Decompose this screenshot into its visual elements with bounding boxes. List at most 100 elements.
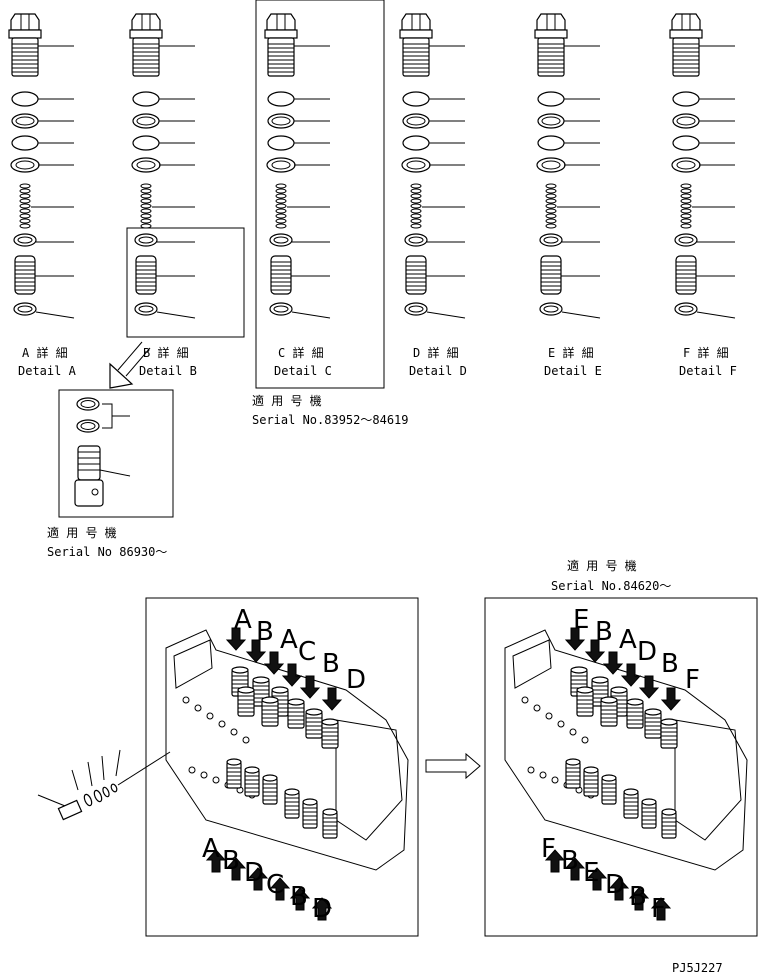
arrow-top-1 — [564, 627, 586, 651]
valve-plug-bottom-2 — [583, 766, 599, 797]
valve-plug-top-1 — [231, 666, 249, 697]
detail-label-jp-c: C 詳 細 — [278, 345, 324, 360]
detail-label-en-b: Detail B — [139, 364, 197, 378]
detail-label-en-c: Detail C — [274, 364, 332, 378]
letter-top-1: A — [234, 605, 252, 635]
detail-label-jp-e: E 詳 細 — [548, 345, 594, 360]
serial-b-alt-jp: 適 用 号 機 — [47, 525, 117, 540]
arrow-bottom-2 — [225, 857, 247, 881]
valve-plug-bottom-1 — [226, 758, 242, 789]
exploded-part-columns — [8, 13, 736, 319]
valve-plug-bottom-3 — [262, 774, 278, 805]
detail-label-jp-b: B 詳 細 — [143, 345, 189, 360]
serial-b-alt-en: Serial No 86930～ — [47, 545, 167, 559]
arrow-bottom-6 — [311, 897, 333, 921]
valve-plug-top-8 — [600, 696, 618, 727]
valve-plug-top-8 — [261, 696, 279, 727]
transition-arrow — [425, 752, 481, 780]
detail-label-jp-a: A 詳 細 — [22, 345, 68, 360]
letter-top-3: A — [619, 625, 637, 655]
arrow-bottom-1 — [544, 849, 566, 873]
serial-right-en: Serial No.84620～ — [551, 579, 671, 593]
arrow-top-3 — [263, 651, 285, 675]
valve-plug-top-4 — [287, 698, 305, 729]
part-column-c — [264, 13, 331, 319]
arrow-bottom-6 — [650, 897, 672, 921]
valve-plug-top-7 — [237, 686, 255, 717]
letter-top-2: B — [595, 617, 613, 647]
arrow-top-4 — [620, 663, 642, 687]
serial-c-en: Serial No.83952～84619 — [252, 413, 409, 427]
letter-bottom-3: E — [583, 858, 599, 888]
detail-label-en-f: Detail F — [679, 364, 737, 378]
exploded-plug-parts — [37, 749, 171, 821]
part-column-b — [129, 13, 196, 319]
letter-top-2: B — [256, 617, 274, 647]
valve-plug-top-5 — [305, 708, 323, 739]
detail-b-alternate — [58, 389, 174, 518]
part-column-f — [669, 13, 736, 319]
letter-bottom-5: B — [629, 882, 647, 912]
arrow-top-5 — [638, 675, 660, 699]
arrow-top-6 — [660, 687, 682, 711]
valve-plug-bottom-6 — [322, 808, 338, 839]
part-column-a — [8, 13, 75, 319]
letter-bottom-1: A — [202, 834, 220, 864]
valve-plug-bottom-3 — [601, 774, 617, 805]
serial-c-jp: 適 用 号 機 — [252, 393, 322, 408]
valve-plug-bottom-4 — [284, 788, 300, 819]
letter-bottom-6: F — [651, 894, 666, 924]
detail-b-highlight-box — [126, 227, 245, 338]
valve-plug-bottom-1 — [565, 758, 581, 789]
letter-top-6: F — [685, 665, 700, 695]
arrow-top-4 — [281, 663, 303, 687]
detail-c-highlight-box — [255, 0, 385, 389]
arrow-top-5 — [299, 675, 321, 699]
part-column-d — [399, 13, 466, 319]
letter-bottom-4: C — [266, 870, 284, 900]
letter-bottom-2: B — [222, 846, 240, 876]
letter-top-5: B — [322, 649, 340, 679]
letter-bottom-6: D — [312, 894, 332, 924]
arrow-top-6 — [321, 687, 343, 711]
valve-plug-top-5 — [644, 708, 662, 739]
letter-top-3: A — [280, 625, 298, 655]
part-column-e — [534, 13, 601, 319]
valve-plug-top-6 — [321, 718, 339, 749]
arrow-top-2 — [584, 639, 606, 663]
letter-bottom-1: F — [541, 834, 556, 864]
letter-bottom-2: B — [561, 846, 579, 876]
arrow-bottom-4 — [269, 877, 291, 901]
arrow-bottom-2 — [564, 857, 586, 881]
arrow-bottom-4 — [608, 877, 630, 901]
detail-label-en-e: Detail E — [544, 364, 602, 378]
letter-top-5: B — [661, 649, 679, 679]
arrow-bottom-3 — [247, 867, 269, 891]
valve-plug-top-4 — [626, 698, 644, 729]
arrow-bottom-1 — [205, 849, 227, 873]
letter-bottom-4: D — [605, 870, 625, 900]
letter-top-4: D — [637, 637, 657, 667]
arrow-top-3 — [602, 651, 624, 675]
arrow-bottom-5 — [289, 887, 311, 911]
arrow-bottom-5 — [628, 887, 650, 911]
valve-plug-top-6 — [660, 718, 678, 749]
valve-plug-bottom-2 — [244, 766, 260, 797]
valve-plug-bottom-4 — [623, 788, 639, 819]
detail-label-jp-d: D 詳 細 — [413, 345, 459, 360]
letter-bottom-3: D — [244, 858, 264, 888]
detail-label-en-a: Detail A — [18, 364, 77, 378]
letter-top-6: D — [346, 665, 366, 695]
valve-plug-bottom-6 — [661, 808, 677, 839]
detail-label-jp-f: F 詳 細 — [683, 345, 729, 360]
valve-plug-bottom-5 — [302, 798, 318, 829]
detail-labels: A 詳 細 Detail A B 詳 細 Detail B C 詳 細 Detail C D… — [18, 345, 737, 378]
valve-plug-top-7 — [576, 686, 594, 717]
valve-plug-bottom-5 — [641, 798, 657, 829]
serial-right-jp: 適 用 号 機 — [567, 558, 637, 573]
letter-bottom-5: B — [290, 882, 308, 912]
arrow-bottom-3 — [586, 867, 608, 891]
alt-detail-pointer-arrow — [109, 341, 151, 389]
